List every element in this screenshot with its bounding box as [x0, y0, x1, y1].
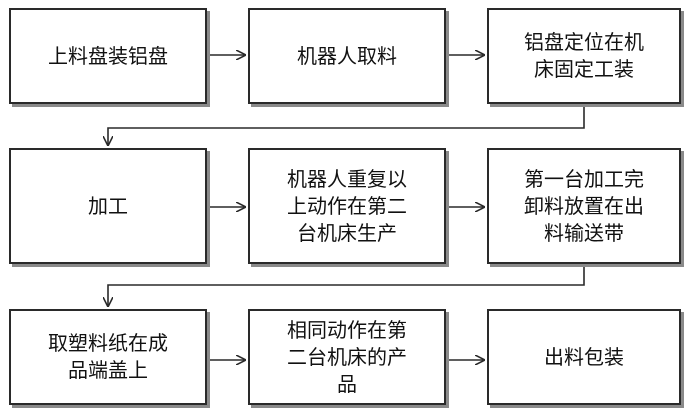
step-plastic-paper: 取塑料纸在成 品端盖上 — [9, 309, 207, 405]
step-label: 出料包装 — [544, 344, 624, 369]
step-machining: 加工 — [9, 148, 207, 264]
arrow-s3-s4 — [108, 105, 585, 145]
step-label: 加工 — [88, 193, 128, 218]
step-output-packaging: 出料包装 — [487, 309, 681, 405]
step-label: 第一台加工完 卸料放置在出 料输送带 — [524, 166, 644, 245]
step-load-tray: 上料盘装铝盘 — [9, 8, 207, 104]
step-label: 机器人取料 — [297, 43, 397, 68]
step-repeat-second-machine: 机器人重复以 上动作在第二 台机床生产 — [248, 148, 446, 264]
step-second-machine-product: 相同动作在第 二台机床的产 品 — [248, 309, 446, 405]
step-robot-pick: 机器人取料 — [248, 8, 446, 104]
step-label: 铝盘定位在机 床固定工装 — [524, 30, 644, 81]
step-label: 取塑料纸在成 品端盖上 — [48, 331, 168, 382]
step-fixture-position: 铝盘定位在机 床固定工装 — [487, 8, 681, 104]
step-label: 机器人重复以 上动作在第二 台机床生产 — [287, 166, 407, 245]
arrow-s6-s7 — [108, 262, 585, 306]
step-label: 上料盘装铝盘 — [48, 43, 168, 68]
step-label: 相同动作在第 二台机床的产 品 — [287, 317, 407, 396]
step-unload-conveyor: 第一台加工完 卸料放置在出 料输送带 — [487, 148, 681, 264]
